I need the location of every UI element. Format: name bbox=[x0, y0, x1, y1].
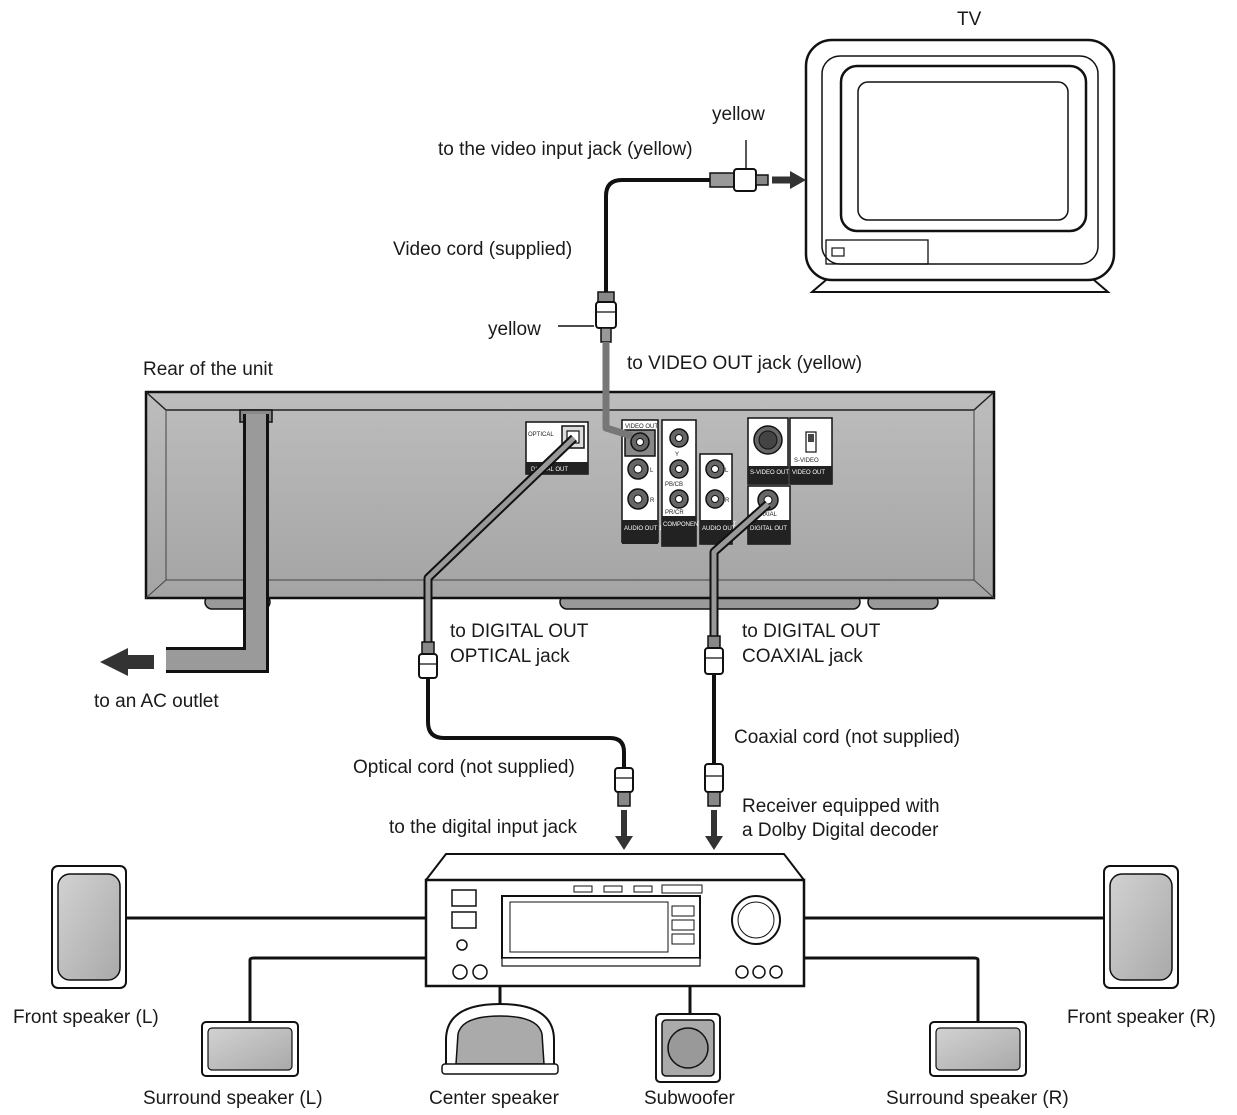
surround-speaker-r-label: Surround speaker (R) bbox=[886, 1088, 1069, 1109]
audio-l-label-1: L bbox=[650, 468, 654, 474]
video-cord bbox=[558, 178, 710, 343]
digital-out-coaxial-label: DIGITAL OUT bbox=[750, 526, 787, 532]
video-out-switch-label: VIDEO OUT bbox=[792, 470, 825, 476]
video-out-port-label: VIDEO OUT bbox=[625, 424, 658, 430]
video-input-jack-label: to the video input jack (yellow) bbox=[438, 139, 693, 160]
yellow-label-top: yellow bbox=[712, 104, 765, 125]
digital-out-label: DIGITAL OUT bbox=[531, 467, 568, 473]
audio-out-2-block: L R AUDIO OUT 2 bbox=[699, 453, 741, 545]
video-out-jack-label: to VIDEO OUT jack (yellow) bbox=[627, 353, 863, 374]
optical-port-label: OPTICAL bbox=[528, 432, 554, 438]
front-speaker-left bbox=[51, 865, 127, 989]
component-pr-label: PR/CR bbox=[665, 510, 684, 516]
digital-out-optical-label-line1: to DIGITAL OUT bbox=[450, 621, 589, 642]
video-cord-label: Video cord (supplied) bbox=[393, 239, 573, 260]
digital-input-jack-label: to the digital input jack bbox=[389, 817, 578, 838]
surround-speaker-right bbox=[929, 1021, 1027, 1077]
audio-out-2-label: AUDIO OUT 2 bbox=[702, 526, 741, 532]
audio-l-label-2: L bbox=[725, 468, 729, 474]
digital-out-optical-label-line2: OPTICAL jack bbox=[450, 646, 570, 667]
optical-cord-label: Optical cord (not supplied) bbox=[353, 757, 575, 778]
tv bbox=[804, 38, 1116, 293]
video-cable-to-dvd bbox=[602, 342, 634, 440]
s-video-coaxial-block: S-VIDEO OUT S-VIDEO VIDEO OUT COAXIAL DI… bbox=[747, 417, 833, 545]
ac-outlet-label: to an AC outlet bbox=[94, 691, 219, 712]
yellow-label-plug: yellow bbox=[488, 319, 541, 340]
component-video-out-block: Y PB/CB PR/CR COMPONENT VIDEO OUT bbox=[661, 419, 737, 547]
s-video-switch-label: S-VIDEO bbox=[794, 458, 819, 464]
tv-label: TV bbox=[957, 9, 982, 30]
s-video-out-label: S-VIDEO OUT bbox=[750, 470, 789, 476]
component-y-label: Y bbox=[675, 452, 679, 458]
coaxial-port-label: COAXIAL bbox=[751, 512, 778, 518]
rear-of-unit-label: Rear of the unit bbox=[143, 359, 273, 380]
center-speaker-label: Center speaker bbox=[429, 1088, 559, 1109]
surround-speaker-left bbox=[201, 1021, 299, 1077]
digital-out-optical-port: OPTICAL DIGITAL OUT bbox=[525, 421, 589, 475]
speaker-wires bbox=[126, 916, 1104, 1022]
audio-r-label-1: R bbox=[650, 498, 655, 504]
digital-out-coaxial-label-line1: to DIGITAL OUT bbox=[742, 621, 881, 642]
optical-cable bbox=[418, 434, 634, 850]
surround-speaker-l-label: Surround speaker (L) bbox=[143, 1088, 323, 1109]
center-speaker bbox=[441, 1002, 559, 1075]
receiver-label-line2: a Dolby Digital decoder bbox=[742, 820, 939, 841]
coaxial-cord-label: Coaxial cord (not supplied) bbox=[734, 727, 961, 748]
front-speaker-r-label: Front speaker (R) bbox=[1067, 1007, 1216, 1028]
front-speaker-right bbox=[1103, 865, 1179, 989]
video-audio-out-1-block: VIDEO OUT L R AUDIO OUT 1 bbox=[621, 419, 663, 544]
video-plug-tv bbox=[709, 140, 806, 192]
av-receiver bbox=[424, 853, 806, 988]
receiver-label-line1: Receiver equipped with bbox=[742, 796, 940, 817]
subwoofer-label: Subwoofer bbox=[644, 1088, 735, 1109]
coaxial-cable bbox=[704, 500, 771, 850]
digital-out-coaxial-label-line2: COAXIAL jack bbox=[742, 646, 863, 667]
subwoofer bbox=[655, 1013, 721, 1083]
audio-r-label-2: R bbox=[725, 498, 730, 504]
front-speaker-l-label: Front speaker (L) bbox=[13, 1007, 159, 1028]
component-pb-label: PB/CB bbox=[665, 482, 683, 488]
power-cord bbox=[100, 414, 269, 676]
audio-out-1-label: AUDIO OUT 1 bbox=[624, 526, 663, 532]
